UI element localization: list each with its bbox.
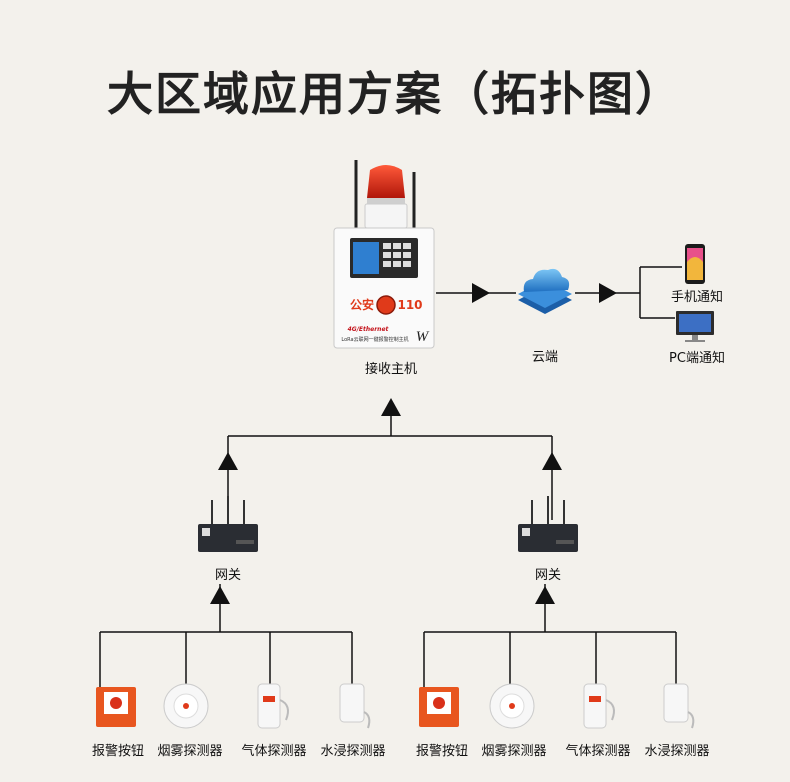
panel-badge: 公安 xyxy=(350,297,374,312)
host-device: 公安 110 4G/Ethernet LoRa云联网一键报警控制主机 W xyxy=(333,160,435,349)
host-keypad xyxy=(383,243,411,267)
arrow-right-icon xyxy=(599,283,617,303)
device-label: 报警按钮 xyxy=(91,744,145,759)
device-label: 气体探测器 xyxy=(565,744,631,759)
arrow-right-icon xyxy=(472,283,490,303)
arrow-up-icon xyxy=(542,452,562,470)
panel-line1: 4G/Ethernet xyxy=(348,326,390,333)
gateway-label-left: 网关 xyxy=(214,568,242,583)
sos-button-icon xyxy=(376,295,396,315)
gateway-device-left xyxy=(198,496,258,552)
device-label: 气体探测器 xyxy=(241,744,307,759)
arrow-up-icon xyxy=(218,452,238,470)
arrow-up-icon xyxy=(381,398,401,416)
pc-notify-label: PC端通知 xyxy=(669,351,725,366)
arrow-up-icon xyxy=(535,586,555,604)
device-label: 报警按钮 xyxy=(415,744,469,759)
cloud-label: 云端 xyxy=(531,350,559,365)
gas-detector-icon xyxy=(257,683,289,729)
water-leak-detector-icon xyxy=(663,683,695,729)
gateway-label-right: 网关 xyxy=(534,568,562,583)
phone-notify-label: 手机通知 xyxy=(670,290,724,305)
panel-brand: W xyxy=(416,329,430,345)
device-label: 水浸探测器 xyxy=(320,744,386,759)
arrow-up-icon xyxy=(210,586,230,604)
gas-detector-icon xyxy=(583,683,615,729)
host-screen xyxy=(353,242,379,274)
device-label: 烟雾探测器 xyxy=(481,744,547,759)
smoke-detector-icon xyxy=(489,683,535,729)
phone-icon xyxy=(685,244,705,284)
alarm-button-icon xyxy=(419,687,459,727)
water-leak-detector-icon xyxy=(339,683,371,729)
panel-line2: LoRa云联网一键报警控制主机 xyxy=(341,336,408,343)
smoke-detector-icon xyxy=(163,683,209,729)
device-label: 烟雾探测器 xyxy=(157,744,223,759)
alarm-button-icon xyxy=(96,687,136,727)
gateway-device-right xyxy=(518,496,578,552)
panel-number: 110 xyxy=(397,298,422,312)
device-label: 水浸探测器 xyxy=(644,744,710,759)
pc-monitor-icon xyxy=(676,311,714,342)
host-label: 接收主机 xyxy=(364,362,418,377)
page-title: 大区域应用方案（拓扑图） xyxy=(107,67,683,121)
cloud-icon xyxy=(518,268,572,314)
alarm-lamp-icon xyxy=(364,165,408,229)
gateway-to-host-links xyxy=(218,398,562,520)
upstream-links xyxy=(436,266,682,319)
device-to-gateway-links xyxy=(99,584,677,690)
